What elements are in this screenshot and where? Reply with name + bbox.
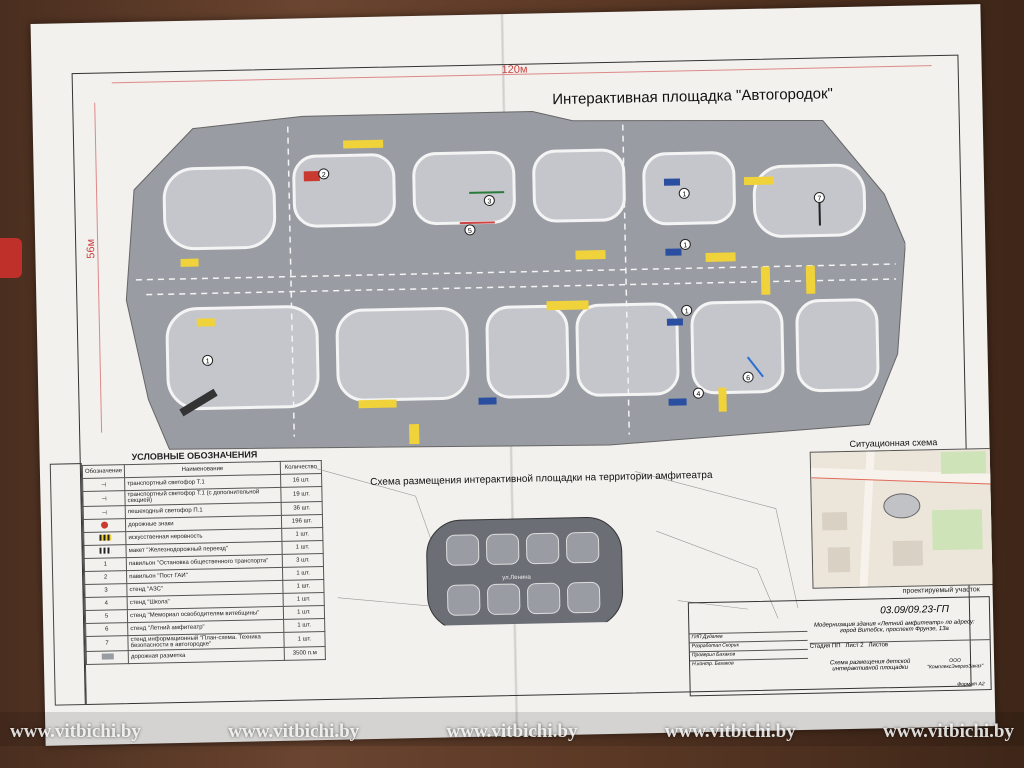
legend-row-qty: 3500 п.м (284, 646, 326, 661)
watermark-shade (0, 712, 1024, 746)
gas-station-stand-icon: 3 (84, 583, 128, 598)
memorial-stand-icon: 5 (85, 609, 128, 624)
plan-marker-1c-label: 1 (685, 308, 689, 315)
plan-marker-3 (483, 194, 495, 206)
role: ГИП (691, 634, 702, 641)
traffic-light-extra-icon: ⊣ (82, 490, 126, 507)
organization: ООО "КомплексЭнергоЗаказ" (927, 657, 984, 671)
plan-crosswalks (180, 139, 816, 445)
autogorodok-plan: 1 1 1 1 2 3 4 5 6 7 (125, 111, 906, 450)
road-sign-icon (83, 518, 126, 533)
sheet-value: 2 (860, 642, 864, 649)
legend-row-qty: 1 шт. (283, 631, 326, 648)
bus-stop-icon: 1 (84, 557, 127, 572)
plan-marker-1d (202, 354, 214, 366)
site-scheme-plan-islands (446, 531, 601, 616)
plan-school-stand (469, 191, 505, 194)
plan-amphitheatre-stand (746, 356, 764, 378)
signature-row: Н.контр. Бахаков (690, 657, 809, 670)
pedestrian-light-icon: ⊣ (83, 505, 126, 520)
role: Н.контр. (692, 660, 714, 668)
legend-header-symbol: Обозначение (82, 464, 125, 479)
plan-marker-7 (813, 192, 825, 204)
plan-marker-1c (681, 304, 693, 316)
person: Скорик (722, 642, 739, 649)
role: Разработал (691, 642, 721, 650)
title-block: 03.09/09.23-ГП Модернизация здания «Летн… (687, 596, 992, 697)
legend-table: Обозначение Наименование Количество ⊣тра… (82, 460, 326, 665)
plan-traffic-objects (478, 178, 687, 406)
traffic-light-icon: ⊣ (82, 477, 125, 492)
sheets-label: Листов (868, 642, 889, 649)
plan-marker-7-label: 7 (817, 196, 821, 203)
drawing-code: 03.09/09.23-ГП (880, 603, 950, 617)
situation-title: Ситуационная схема (849, 437, 938, 449)
plan-marker-5 (464, 224, 476, 236)
site-scheme: ул.Ленина (314, 467, 799, 629)
legend: УСЛОВНЫЕ ОБОЗНАЧЕНИЯ Обозначение Наимено… (82, 448, 326, 665)
stage-row: Стадия ПП Лист 2 Листов (809, 639, 990, 650)
side-approval-stamp (49, 463, 87, 706)
red-object-edge (0, 238, 22, 278)
role: Проверил (691, 651, 715, 659)
plan-gai-post (303, 171, 320, 182)
road-marking-icon (86, 650, 129, 665)
plan-marker-1a-label: 1 (682, 191, 686, 198)
railway-crossing-icon (83, 544, 127, 559)
situation-map (809, 447, 995, 589)
dimension-height: 56м (84, 238, 98, 259)
plan-memorial-stand (459, 221, 495, 225)
project-description: Модернизация здания «Летний амфитеатр» п… (813, 619, 975, 635)
watermark-text: www.vitbichi.by (446, 721, 578, 742)
watermark-text: www.vitbichi.by (10, 721, 141, 742)
school-stand-icon: 4 (85, 596, 128, 611)
signature-grid: ГИП Дудалев Разработал Скорик Проверил Б… (689, 630, 809, 670)
plan-marker-6-label: 6 (746, 375, 750, 382)
site-scheme-street: ул.Ленина (502, 575, 531, 582)
plan-marker-4-label: 4 (696, 391, 700, 398)
plan-marker-5-label: 5 (468, 228, 472, 235)
amphitheatre-stand-icon: 6 (85, 622, 128, 637)
stage-label: Стадия (809, 643, 831, 650)
watermark-bar: www.vitbichi.by www.vitbichi.by www.vitb… (0, 712, 1024, 752)
plan-marker-1d-label: 1 (206, 358, 210, 365)
person: Бахаков (716, 651, 736, 658)
stage-value: ПП (831, 643, 841, 650)
plan-marker-6 (742, 371, 754, 383)
plan-marker-4 (692, 387, 704, 399)
plan-islands (162, 148, 880, 411)
person: Бахаков (714, 660, 734, 667)
watermark-text: www.vitbichi.by (883, 721, 1014, 742)
plan-marker-1b (679, 238, 691, 250)
speed-bump-icon (83, 531, 127, 546)
plan-marker-2 (318, 168, 330, 180)
situation-map-drawing (810, 449, 994, 588)
gai-post-icon: 2 (84, 570, 127, 585)
plan-marker-3-label: 3 (487, 198, 491, 205)
watermark-text: www.vitbichi.by (228, 721, 360, 742)
plan-railway-crossing (179, 388, 218, 417)
legend-row-name: дорожная разметка (128, 647, 285, 664)
paper-format: Формат А2 (957, 681, 985, 688)
drawing-sheet: 120м 56м (30, 4, 996, 746)
dimension-width: 120м (501, 63, 528, 77)
person: Дудалев (702, 633, 723, 641)
plan-marker-1b-label: 1 (683, 242, 687, 249)
info-stand-icon: 7 (85, 635, 129, 652)
plan-marker-2-label: 2 (322, 172, 326, 179)
watermark-text: www.vitbichi.by (664, 721, 796, 742)
sheet-name: Схема размещения детской интерактивной п… (829, 658, 911, 673)
plan-marker-1a (678, 187, 690, 199)
sheet-label: Лист (845, 642, 859, 650)
